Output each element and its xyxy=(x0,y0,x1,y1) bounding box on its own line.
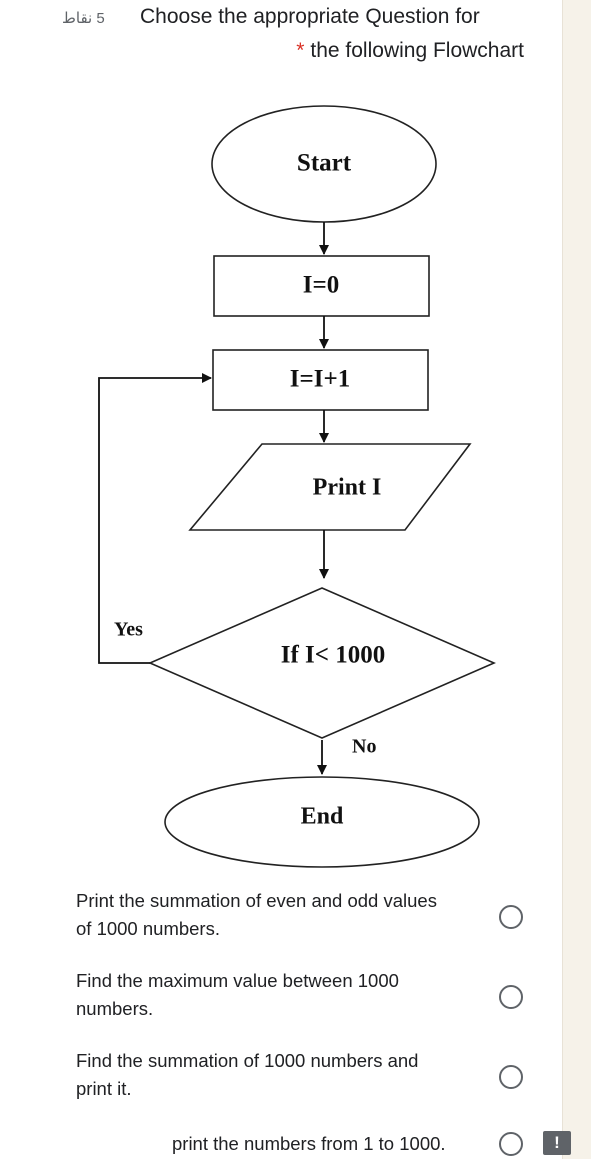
increment-process-box xyxy=(212,349,429,411)
points-label: 5 نقاط xyxy=(62,10,105,27)
output-label: Print I xyxy=(313,475,382,501)
end-label: End xyxy=(301,804,344,830)
question-card: 5 نقاط Choose the appropriate Question f… xyxy=(0,0,563,1159)
loop-back-line xyxy=(98,373,212,664)
decision-label: If I< 1000 xyxy=(281,642,386,669)
option-2-line2: numbers. xyxy=(76,998,154,1019)
no-label: No xyxy=(352,736,376,758)
flowchart-image: Start I=0 I=I+1 Print I If I< 1000 Yes N… xyxy=(98,105,497,868)
question-title-line1: Choose the appropriate Question for xyxy=(140,5,480,28)
option-2-line1: Find the maximum value between 1000 xyxy=(76,970,399,991)
option-1-radio[interactable] xyxy=(499,905,523,929)
init-process-box xyxy=(213,255,430,317)
init-label: I=0 xyxy=(303,272,339,299)
start-label: Start xyxy=(297,150,352,177)
option-2-text[interactable]: Find the maximum value between 1000 numb… xyxy=(76,967,399,1023)
option-2-radio[interactable] xyxy=(499,985,523,1009)
feedback-icon[interactable]: ! xyxy=(543,1131,571,1155)
option-4-line1: print the numbers from 1 to 1000. xyxy=(172,1133,446,1154)
option-1-text[interactable]: Print the summation of even and odd valu… xyxy=(76,887,437,943)
end-terminal xyxy=(164,776,480,868)
option-4-text[interactable]: print the numbers from 1 to 1000. xyxy=(172,1130,446,1158)
option-1-line2: of 1000 numbers. xyxy=(76,918,220,939)
option-3-line1: Find the summation of 1000 numbers and xyxy=(76,1050,419,1071)
option-4-radio[interactable] xyxy=(499,1132,523,1156)
question-title-line2-text: the following Flowchart xyxy=(310,39,524,62)
decision-diamond xyxy=(147,587,497,739)
option-3-text[interactable]: Find the summation of 1000 numbers and p… xyxy=(76,1047,418,1103)
option-1-line1: Print the summation of even and odd valu… xyxy=(76,890,437,911)
output-parallelogram xyxy=(188,443,472,531)
yes-label: Yes xyxy=(114,619,143,641)
question-title-line2: *the following Flowchart xyxy=(296,39,524,63)
option-3-radio[interactable] xyxy=(499,1065,523,1089)
required-asterisk: * xyxy=(296,39,305,62)
option-3-line2: print it. xyxy=(76,1078,132,1099)
increment-label: I=I+1 xyxy=(290,366,350,393)
